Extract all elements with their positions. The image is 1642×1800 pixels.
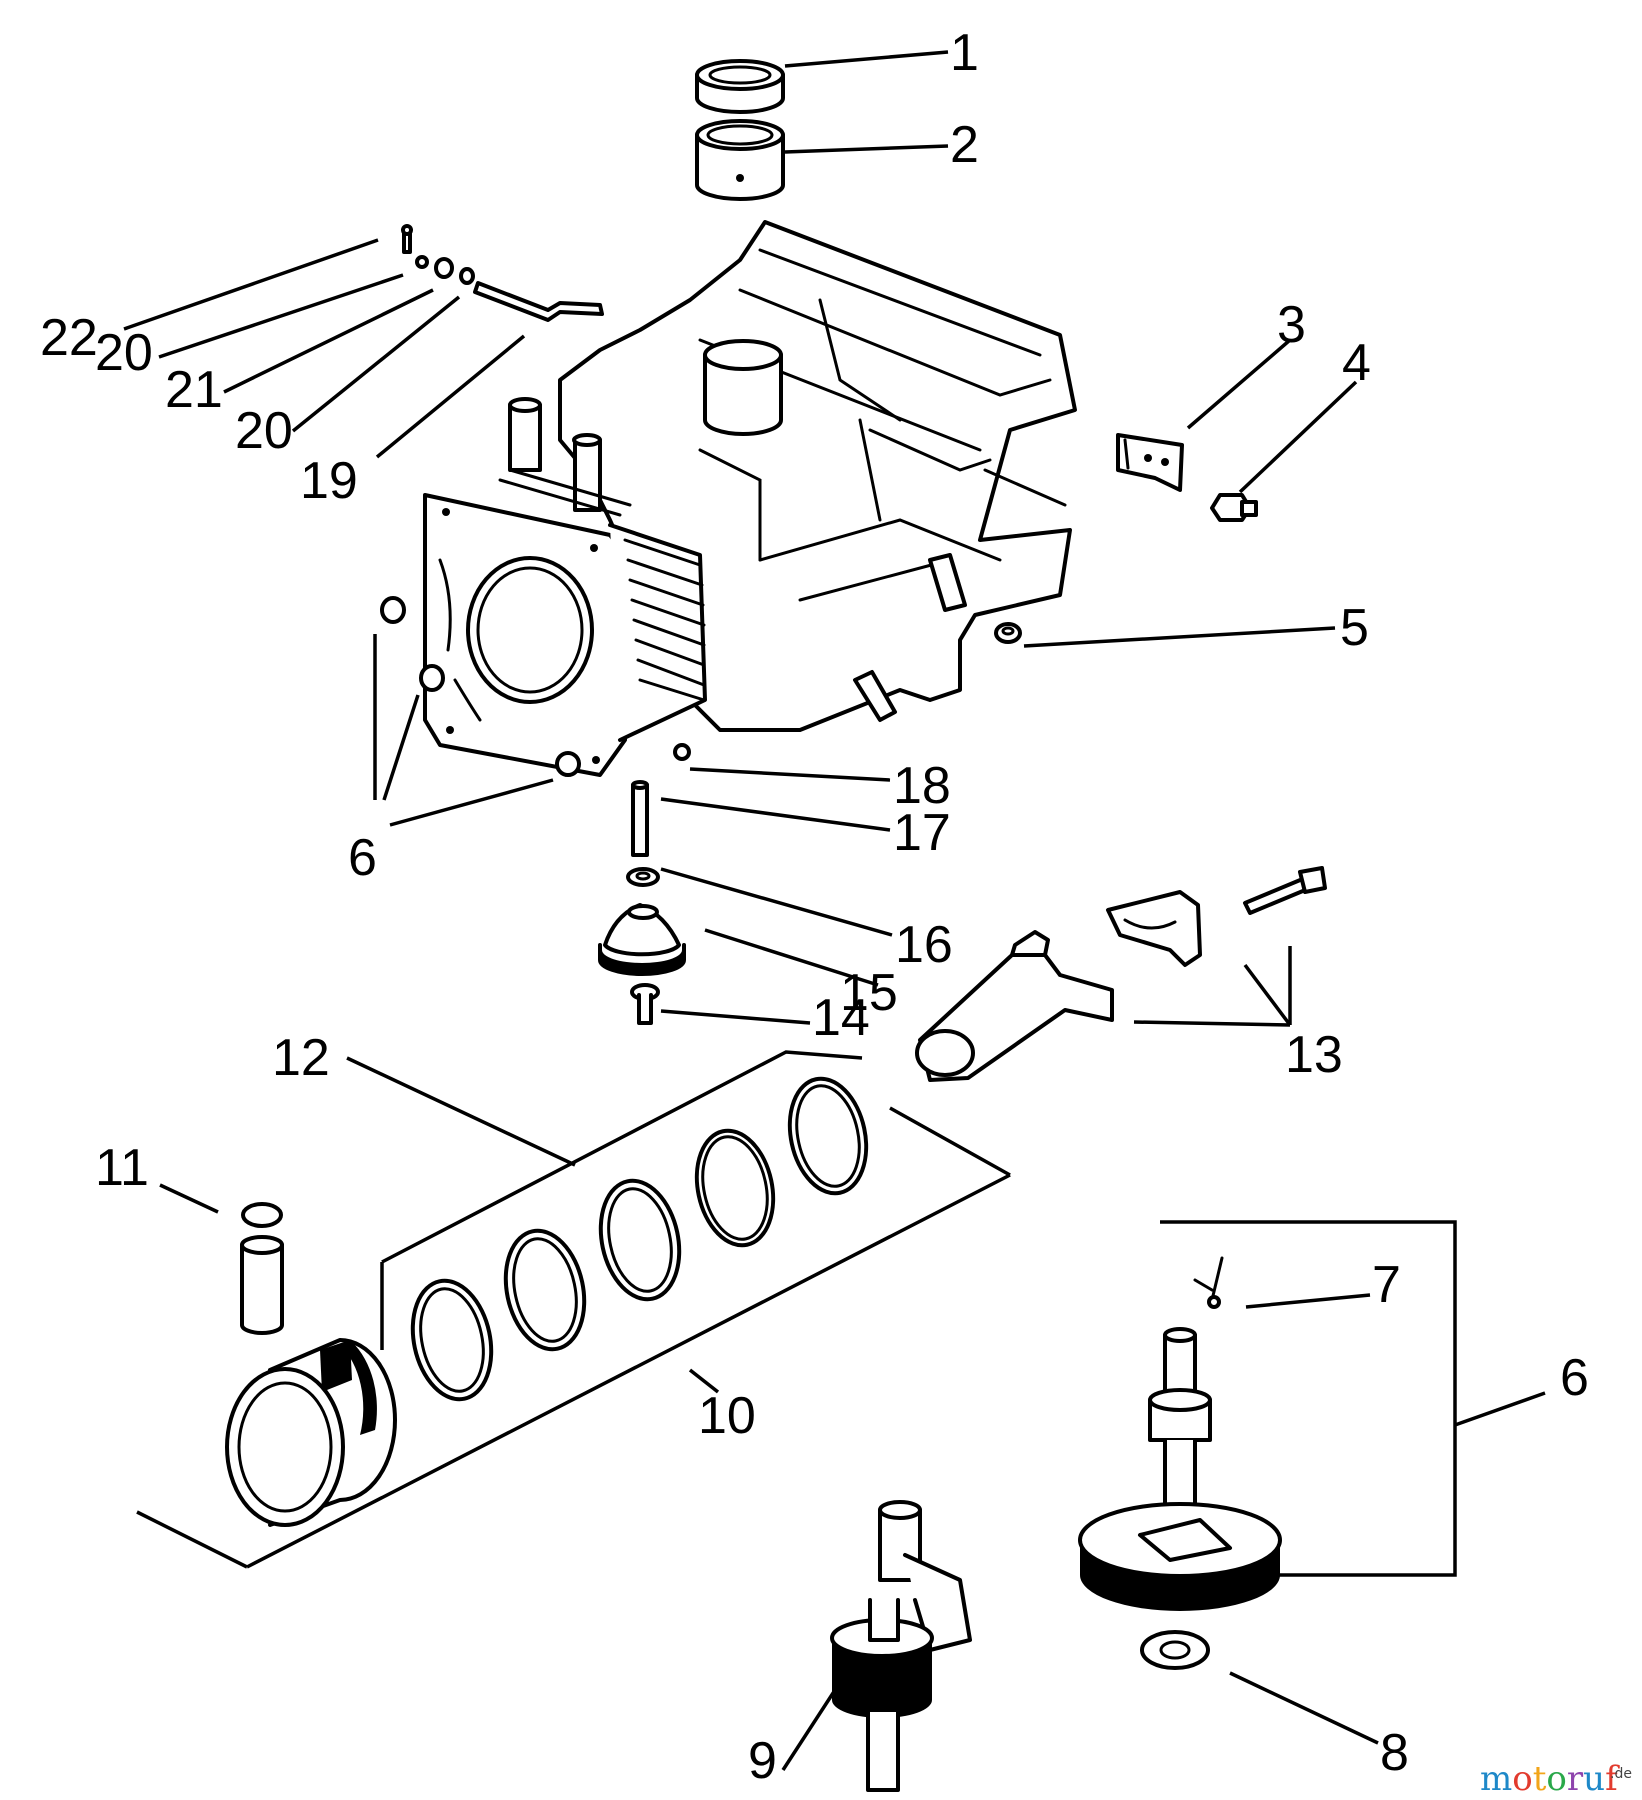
- svg-text:motoruf: motoruf: [1480, 1759, 1620, 1799]
- callout-16: 16: [895, 916, 953, 974]
- callout-18: 18: [893, 757, 951, 815]
- part-22-pin: [401, 224, 413, 254]
- callout-4: 4: [1342, 334, 1371, 392]
- part-21-clip: [434, 257, 454, 279]
- part-7-key: [1193, 1256, 1224, 1309]
- part-6-plugs: [380, 596, 581, 777]
- callout-17: 17: [893, 804, 951, 862]
- piston: [225, 1338, 397, 1527]
- part-15-gear: [598, 903, 686, 976]
- callout-13: 13: [1285, 1026, 1343, 1084]
- part-1-bearing-ring: [695, 59, 785, 114]
- callout-5: 5: [1340, 599, 1369, 657]
- callout-3: 3: [1277, 296, 1306, 354]
- wm-letter-u: u: [1583, 1759, 1605, 1799]
- camshaft: [1078, 1327, 1282, 1611]
- wm-letter-o1: o: [1512, 1759, 1532, 1799]
- piston-rings: [410, 1076, 869, 1402]
- callout-10: 10: [698, 1387, 756, 1445]
- wm-letter-o2: o: [1546, 1759, 1566, 1799]
- callout-20-b: 20: [235, 402, 293, 460]
- wm-letter-m: m: [1480, 1759, 1512, 1799]
- callout-9: 9: [748, 1732, 777, 1790]
- part-19-tube: [473, 281, 604, 322]
- callout-14: 14: [812, 989, 870, 1047]
- callout-19: 19: [300, 452, 358, 510]
- callout-6-block: 6: [348, 829, 377, 887]
- leader-lines: [123, 50, 1546, 1771]
- part-20-washer-a: [415, 255, 429, 269]
- part-2-bushing: [695, 119, 785, 201]
- part-4-bolt: [1210, 493, 1258, 522]
- wm-letter-r: r: [1567, 1759, 1584, 1799]
- part-9-crankshaft: [830, 1500, 972, 1792]
- wm-letter-f: f: [1605, 1759, 1620, 1799]
- part-16-washer: [626, 867, 660, 887]
- part-17-shaft: [631, 780, 649, 857]
- callout-numbers: 1 2 3 4 5 6 7 8 9 10 11 12 13 14 15 16 1…: [40, 24, 1589, 1790]
- crankcase-block: [423, 220, 1077, 777]
- callout-20-a: 20: [95, 324, 153, 382]
- callout-1: 1: [950, 24, 979, 82]
- part-8-washer: [1140, 1630, 1210, 1670]
- callout-15: 15: [840, 964, 898, 1022]
- callout-22: 22: [40, 309, 98, 367]
- motoruf-watermark: motoruf .de: [1480, 1759, 1632, 1799]
- wm-letter-t: t: [1533, 1759, 1547, 1799]
- callout-7: 7: [1372, 1256, 1401, 1314]
- part-20-washer-b: [459, 267, 475, 285]
- part-3-bracket: [1116, 433, 1184, 492]
- callout-8: 8: [1380, 1724, 1409, 1782]
- callout-12: 12: [272, 1029, 330, 1087]
- part-18-ball: [673, 743, 691, 761]
- part-13-connecting-rod: [915, 866, 1327, 1082]
- part-11-piston-pin: [240, 1202, 284, 1335]
- part-14-screw: [630, 983, 660, 1025]
- callout-21: 21: [165, 361, 223, 419]
- part-5-plug: [994, 622, 1022, 644]
- callout-6-cam: 6: [1560, 1349, 1589, 1407]
- callout-11: 11: [95, 1139, 149, 1197]
- callout-2: 2: [950, 116, 979, 174]
- wm-suffix: .de: [1610, 1766, 1632, 1782]
